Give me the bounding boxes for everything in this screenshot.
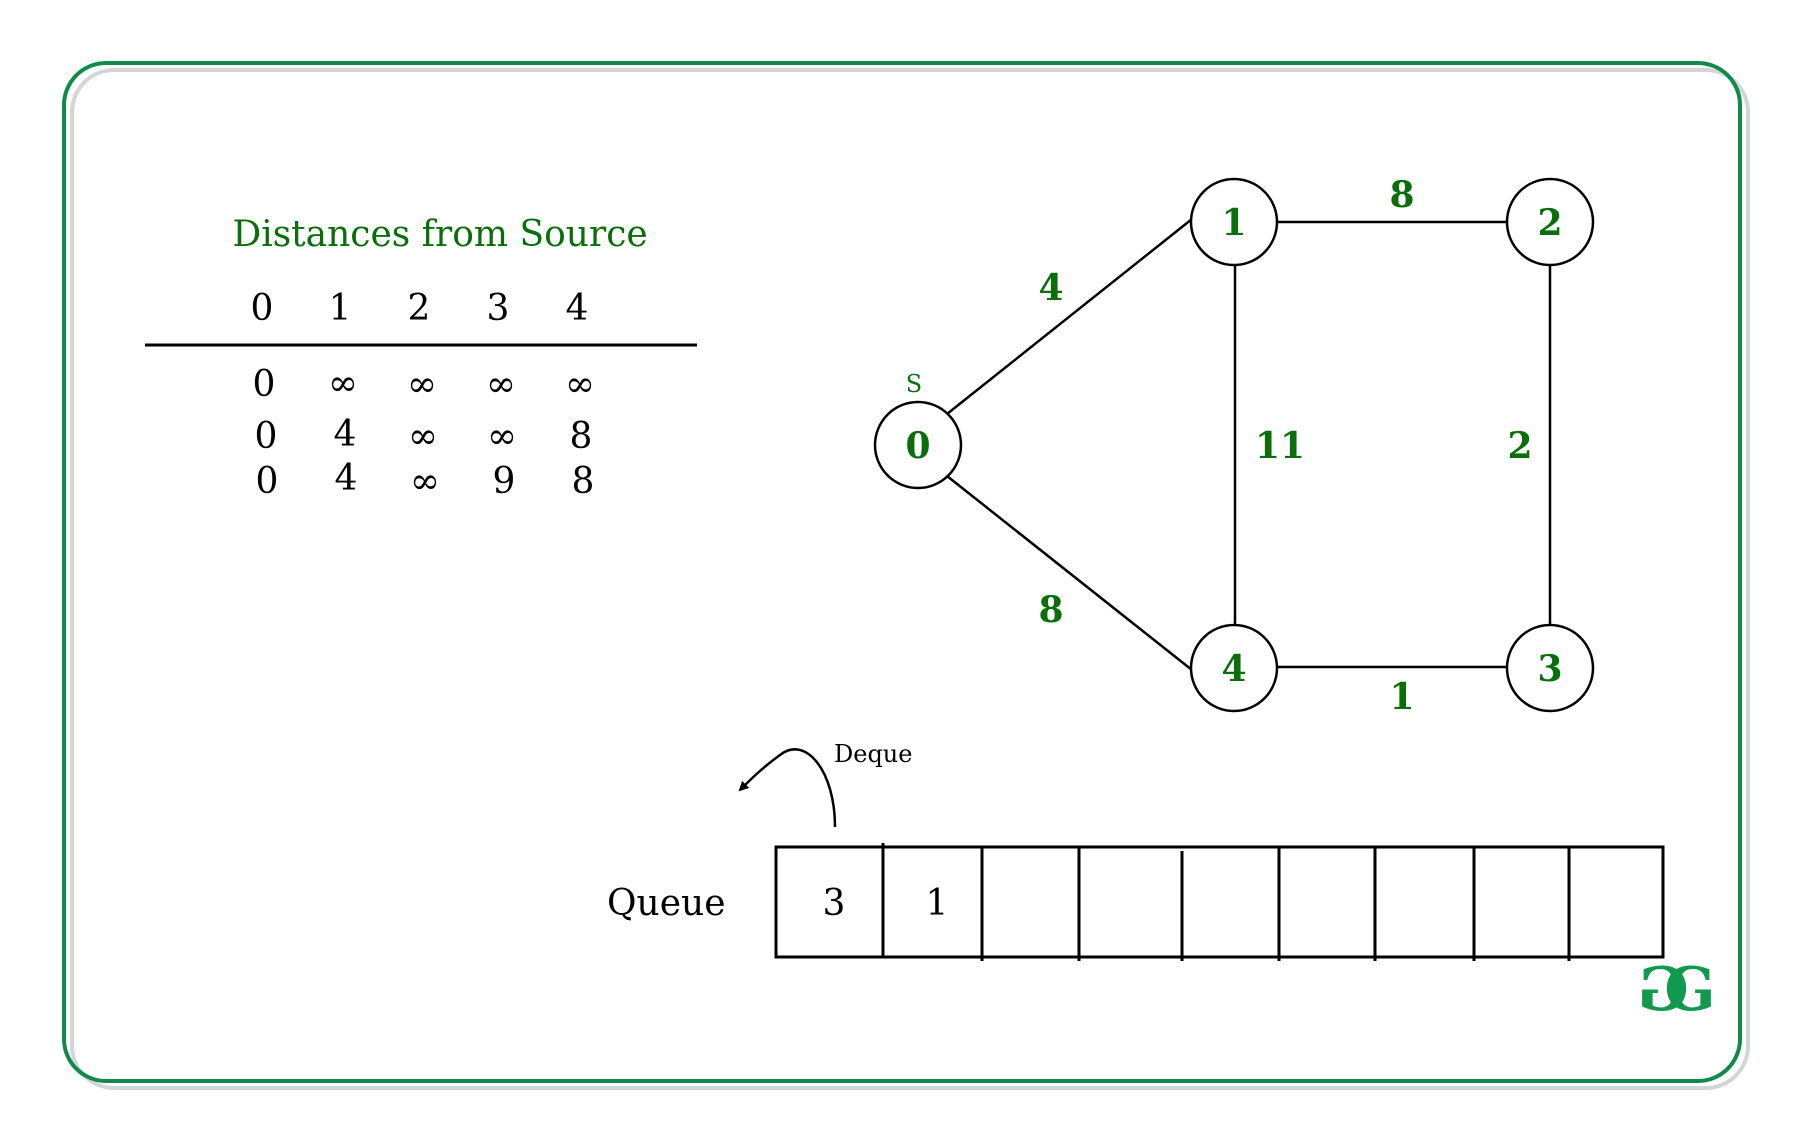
queue-label: Queue xyxy=(607,883,726,924)
table-cell: ∞ xyxy=(487,416,517,457)
table-cell: 4 xyxy=(335,458,358,499)
table-header-3: 3 xyxy=(487,288,510,329)
table-cell: ∞ xyxy=(410,461,440,502)
source-marker: S xyxy=(906,370,922,398)
table-cell: ∞ xyxy=(408,416,438,457)
edge-weight-1-2: 8 xyxy=(1389,174,1414,216)
edge-weights: 4 8 8 11 2 1 xyxy=(1038,174,1532,718)
graph-nodes: 0 S 1 2 3 4 xyxy=(873,177,1595,713)
edge-weight-0-4: 8 xyxy=(1038,589,1063,631)
queue-cell: 1 xyxy=(926,883,949,924)
table-header-2: 2 xyxy=(408,288,431,329)
table-title: Distances from Source xyxy=(232,214,647,255)
table-cell: 0 xyxy=(253,364,276,405)
table-cell: 9 xyxy=(493,461,516,502)
node-label: 4 xyxy=(1221,648,1246,690)
table-cell: 8 xyxy=(570,416,593,457)
queue-box xyxy=(774,845,1665,959)
node-label: 2 xyxy=(1537,202,1562,244)
edge-weight-0-1: 4 xyxy=(1038,267,1063,309)
queue-cell: 3 xyxy=(823,883,846,924)
logo-right-glyph: G xyxy=(1664,955,1715,1025)
graph-node-1: 1 xyxy=(1189,177,1279,267)
edge-0-1 xyxy=(946,218,1193,415)
table-cell: 0 xyxy=(255,416,278,457)
distances-table: Distances from Source 0 1 2 3 4 0 ∞ ∞ ∞ … xyxy=(145,214,697,502)
logo-left-glyph: G xyxy=(1637,955,1688,1025)
deque-arrow-icon xyxy=(738,748,837,828)
edge-weight-4-3: 1 xyxy=(1389,676,1414,718)
frame-border xyxy=(62,61,1742,1083)
table-header-0: 0 xyxy=(251,288,274,329)
graph-node-4: 4 xyxy=(1189,623,1279,713)
table-cell: ∞ xyxy=(407,364,437,405)
table-header-1: 1 xyxy=(329,288,352,329)
edge-weight-1-4: 11 xyxy=(1255,425,1305,467)
edge-weight-2-3: 2 xyxy=(1507,425,1532,467)
edge-0-4 xyxy=(946,475,1193,671)
geeksforgeeks-logo: G G xyxy=(1637,955,1715,1025)
queue: 3 1 xyxy=(774,843,1665,961)
graph-node-2: 2 xyxy=(1505,177,1595,267)
table-header-4: 4 xyxy=(566,288,589,329)
table-cell: 0 xyxy=(256,461,279,502)
node-label: 0 xyxy=(905,425,930,467)
frame-shadow xyxy=(70,68,1750,1090)
table-cell: ∞ xyxy=(328,363,358,404)
deque-label: Deque xyxy=(834,740,912,768)
table-cell: ∞ xyxy=(486,364,516,405)
graph-node-0: 0 xyxy=(873,400,963,490)
table-cell: 8 xyxy=(572,461,595,502)
node-label: 3 xyxy=(1537,648,1562,690)
node-label: 1 xyxy=(1221,202,1246,244)
graph-edges xyxy=(946,218,1552,671)
table-cell: ∞ xyxy=(565,364,595,405)
table-cell: 4 xyxy=(334,414,357,455)
graph-node-3: 3 xyxy=(1505,623,1595,713)
